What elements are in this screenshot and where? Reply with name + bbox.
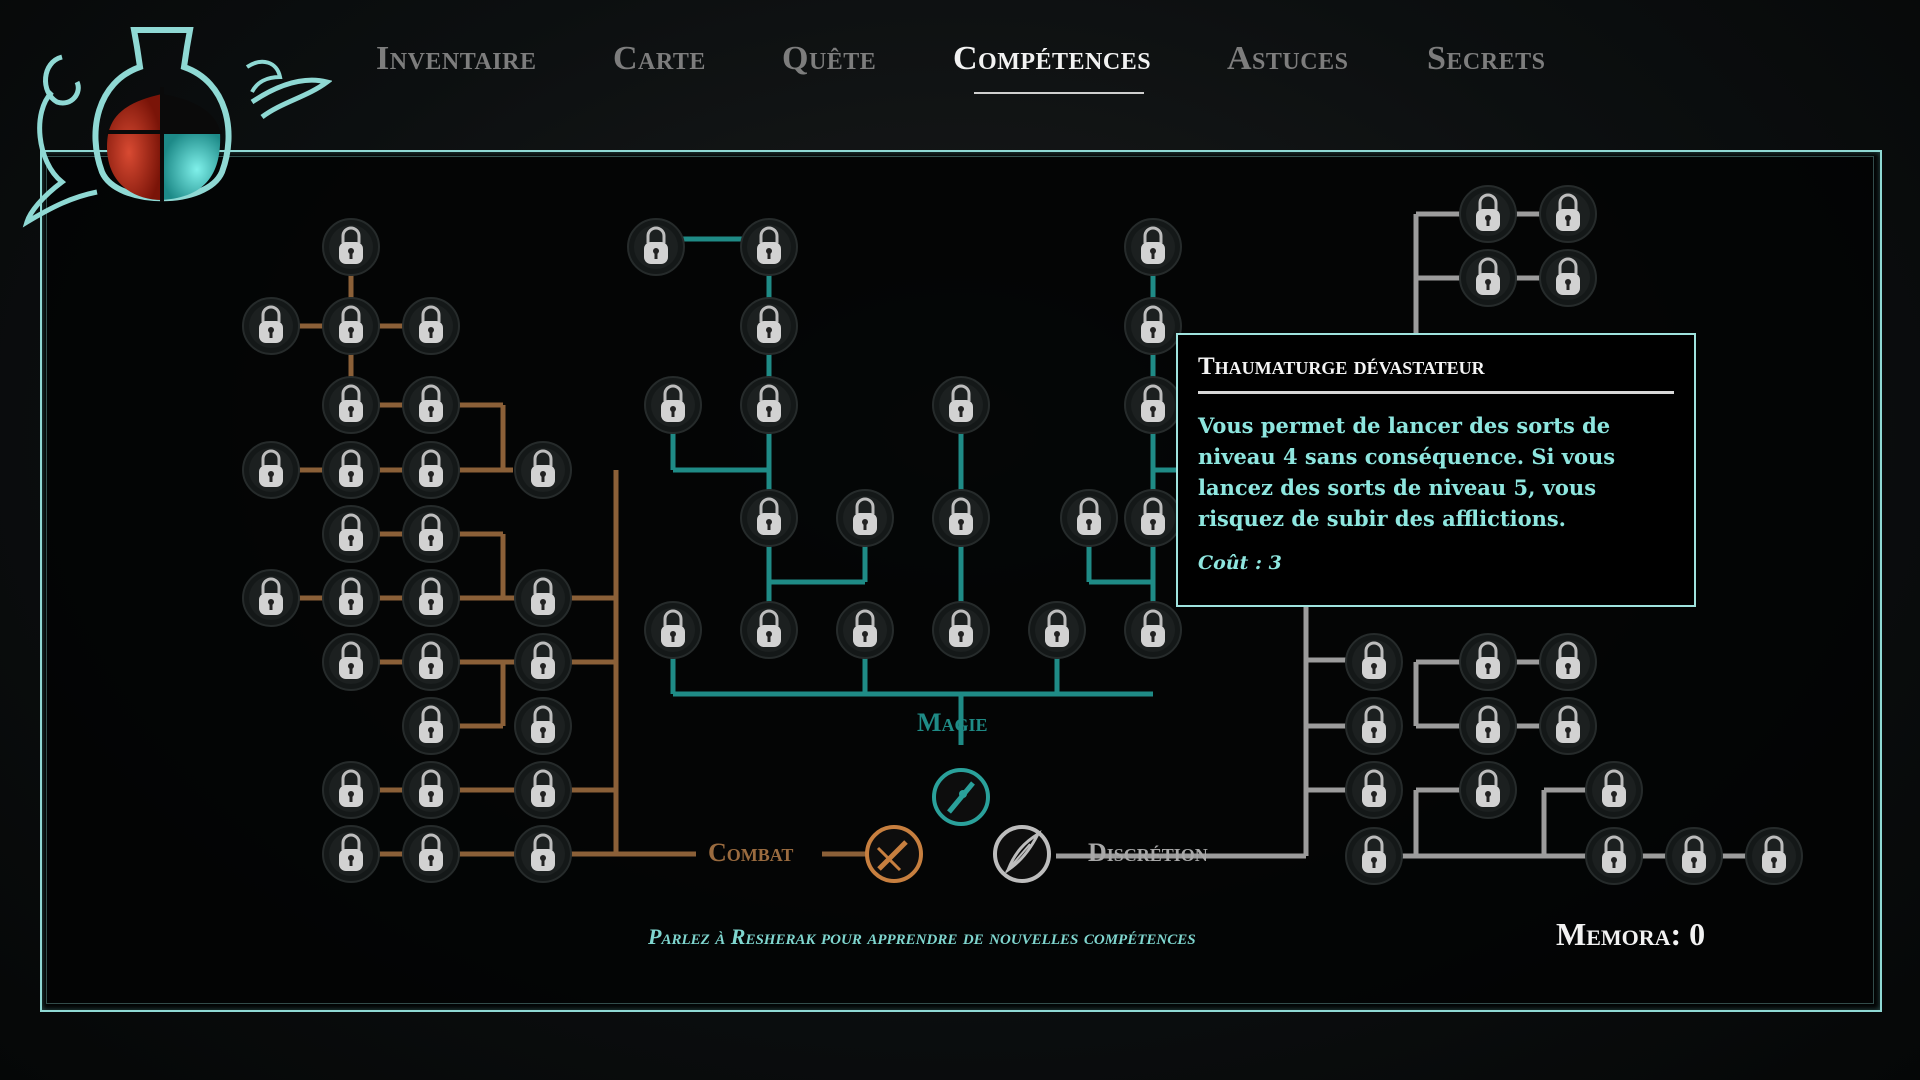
padlock-icon[interactable] [1123, 488, 1183, 548]
skills-panel-inner-border [46, 156, 1874, 1004]
tab-quete[interactable]: Quête [782, 40, 877, 77]
magie-skill-nodes [626, 217, 1183, 660]
padlock-icon[interactable] [739, 488, 799, 548]
combat-skill-nodes [241, 217, 573, 884]
padlock-icon[interactable] [401, 504, 461, 564]
padlock-icon[interactable] [241, 440, 301, 500]
combat-branch-label: Combat [708, 838, 794, 867]
padlock-icon[interactable] [1744, 826, 1804, 886]
padlock-icon[interactable] [401, 696, 461, 756]
padlock-icon[interactable] [401, 824, 461, 884]
tab-competences[interactable]: Compétences [953, 40, 1152, 77]
padlock-icon[interactable] [321, 568, 381, 628]
padlock-icon[interactable] [321, 296, 381, 356]
padlock-icon[interactable] [321, 217, 381, 277]
padlock-icon[interactable] [401, 760, 461, 820]
tooltip-description: Vous permet de lancer des sorts de nivea… [1198, 413, 1616, 531]
tab-secrets[interactable]: Secrets [1427, 40, 1546, 77]
skill-tooltip: Thaumaturge dévastateur Vous permet de l… [1176, 333, 1696, 607]
padlock-icon[interactable] [1538, 184, 1598, 244]
padlock-icon[interactable] [1584, 760, 1644, 820]
padlock-icon[interactable] [1344, 632, 1404, 692]
padlock-icon[interactable] [401, 440, 461, 500]
tab-carte[interactable]: Carte [613, 40, 706, 77]
padlock-icon[interactable] [1344, 696, 1404, 756]
padlock-icon[interactable] [1538, 248, 1598, 308]
padlock-icon[interactable] [1059, 488, 1119, 548]
padlock-icon[interactable] [401, 568, 461, 628]
padlock-icon[interactable] [931, 375, 991, 435]
padlock-icon[interactable] [513, 632, 573, 692]
padlock-icon[interactable] [1458, 632, 1518, 692]
padlock-icon[interactable] [739, 375, 799, 435]
padlock-icon[interactable] [1344, 826, 1404, 886]
padlock-icon[interactable] [739, 217, 799, 277]
padlock-icon[interactable] [321, 760, 381, 820]
padlock-icon[interactable] [241, 568, 301, 628]
padlock-icon[interactable] [1123, 600, 1183, 660]
padlock-icon[interactable] [321, 375, 381, 435]
padlock-icon[interactable] [513, 696, 573, 756]
discretion-branch-label: Discrétion [1088, 838, 1208, 867]
padlock-icon[interactable] [1123, 217, 1183, 277]
memora-counter: Memora: 0 [1556, 916, 1706, 952]
padlock-icon[interactable] [835, 600, 895, 660]
padlock-icon[interactable] [321, 632, 381, 692]
padlock-icon[interactable] [321, 440, 381, 500]
padlock-icon[interactable] [1344, 760, 1404, 820]
padlock-icon[interactable] [626, 217, 686, 277]
sword-icon[interactable] [865, 825, 923, 883]
hint-text: Parlez à Resherak pour apprendre de nouv… [648, 924, 1196, 949]
padlock-icon[interactable] [643, 375, 703, 435]
padlock-icon[interactable] [1538, 632, 1598, 692]
magic-quill-icon[interactable] [932, 768, 990, 826]
padlock-icon[interactable] [1123, 296, 1183, 356]
padlock-icon[interactable] [835, 488, 895, 548]
padlock-icon[interactable] [321, 504, 381, 564]
padlock-icon[interactable] [739, 296, 799, 356]
padlock-icon[interactable] [1458, 248, 1518, 308]
tab-astuces[interactable]: Astuces [1227, 40, 1349, 77]
padlock-icon[interactable] [931, 488, 991, 548]
padlock-icon[interactable] [1458, 184, 1518, 244]
padlock-icon[interactable] [401, 375, 461, 435]
top-navigation: Inventaire Carte Quête Compétences Astuc… [0, 0, 1920, 120]
padlock-icon[interactable] [513, 440, 573, 500]
padlock-icon[interactable] [1123, 375, 1183, 435]
padlock-icon[interactable] [241, 296, 301, 356]
padlock-icon[interactable] [739, 600, 799, 660]
padlock-icon[interactable] [321, 824, 381, 884]
padlock-icon[interactable] [513, 824, 573, 884]
padlock-icon[interactable] [1538, 696, 1598, 756]
padlock-icon[interactable] [1458, 760, 1518, 820]
padlock-icon[interactable] [1027, 600, 1087, 660]
padlock-icon[interactable] [401, 296, 461, 356]
padlock-icon[interactable] [513, 760, 573, 820]
active-tab-underline [974, 92, 1144, 94]
tab-inventaire[interactable]: Inventaire [376, 40, 537, 77]
tooltip-cost: Coût : 3 [1198, 552, 1282, 574]
tooltip-title: Thaumaturge dévastateur [1198, 353, 1674, 394]
health-mana-potion-icon [22, 27, 332, 228]
padlock-icon[interactable] [931, 600, 991, 660]
padlock-icon[interactable] [1458, 696, 1518, 756]
magie-branch-label: Magie [917, 708, 988, 737]
padlock-icon[interactable] [643, 600, 703, 660]
padlock-icon[interactable] [1584, 826, 1644, 886]
padlock-icon[interactable] [1664, 826, 1724, 886]
feather-dagger-icon[interactable] [993, 825, 1051, 883]
padlock-icon[interactable] [513, 568, 573, 628]
padlock-icon[interactable] [401, 632, 461, 692]
